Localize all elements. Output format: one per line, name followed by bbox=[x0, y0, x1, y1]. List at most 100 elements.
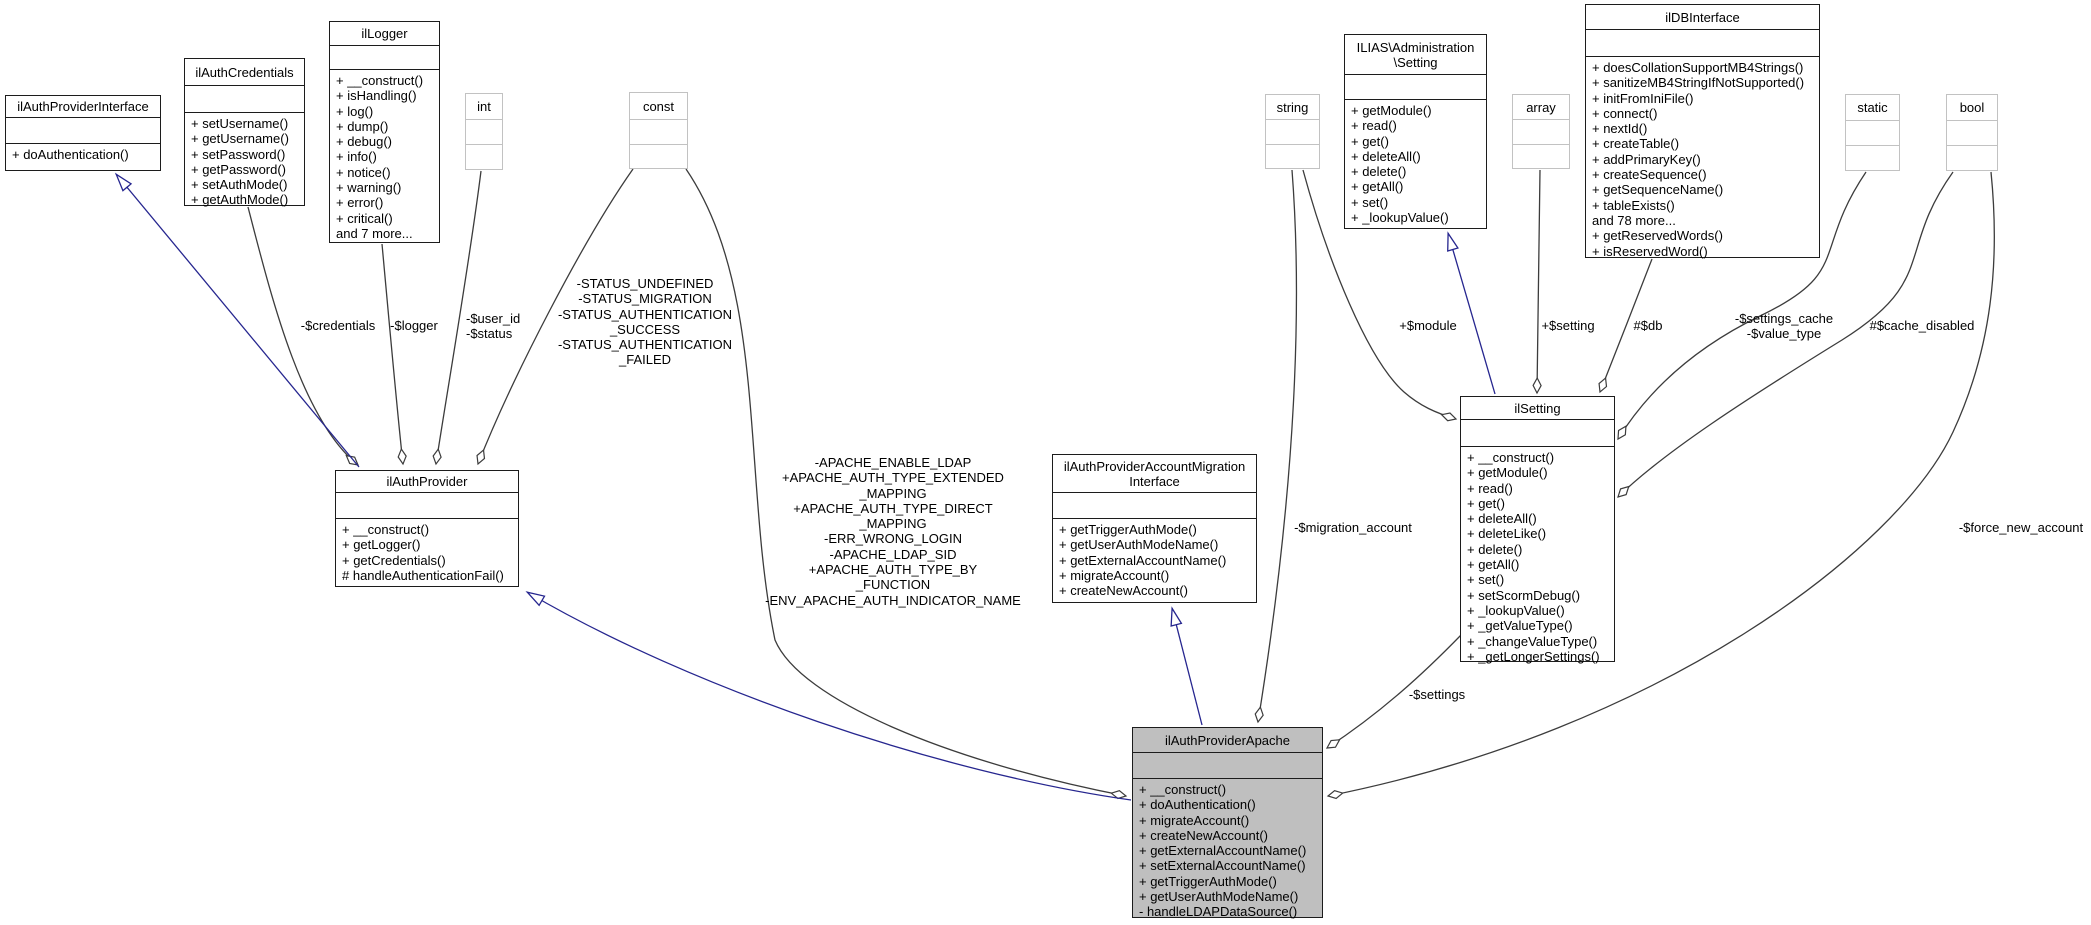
class-title: ilAuthProvider bbox=[336, 471, 518, 493]
edge-label-user-id-status: -$user_id-$status bbox=[466, 311, 520, 342]
method-entry: + __construct() bbox=[1467, 450, 1555, 465]
method-entry: + getUserAuthModeName() bbox=[1139, 889, 1299, 905]
class-box-ilias-administration-setting[interactable]: ILIAS\Administration\Setting + getModule… bbox=[1344, 34, 1487, 229]
label-line: _FUNCTION bbox=[855, 577, 931, 593]
class-title: ilAuthCredentials bbox=[185, 59, 304, 86]
method-entry: + getLogger() bbox=[342, 537, 421, 553]
methods-compartment: + __construct()+ isHandling()+ log()+ du… bbox=[330, 70, 439, 241]
method-entry: + critical() bbox=[336, 210, 393, 226]
label-line: -APACHE_ENABLE_LDAP bbox=[814, 455, 972, 470]
class-title: ilSetting bbox=[1461, 397, 1614, 420]
edge-label-logger: -$logger bbox=[390, 318, 438, 333]
method-entry: + setExternalAccountName() bbox=[1139, 858, 1306, 874]
method-entry: and 7 more... bbox=[336, 225, 413, 241]
fields-compartment bbox=[1461, 420, 1614, 447]
edge-logger-aggregation bbox=[381, 243, 407, 466]
fields-compartment bbox=[466, 120, 502, 145]
class-title-line: ILIAS\Administration bbox=[1356, 39, 1475, 55]
class-box-ilsetting[interactable]: ilSetting + __construct()+ getModule()+ … bbox=[1460, 396, 1615, 664]
type-title: const bbox=[630, 93, 687, 120]
type-box-array: array bbox=[1512, 94, 1570, 169]
fields-compartment bbox=[630, 120, 687, 145]
type-box-string: string bbox=[1265, 94, 1320, 169]
label-line: -ERR_WRONG_LOGIN bbox=[824, 531, 962, 547]
fields-compartment bbox=[1345, 75, 1486, 100]
edge-inherit-setting-namespace bbox=[1447, 231, 1496, 395]
method-entry: + migrateAccount() bbox=[1059, 567, 1170, 583]
method-entry: + getSequenceName() bbox=[1592, 182, 1724, 198]
method-entry: + getCredentials() bbox=[342, 552, 446, 568]
method-entry: + getAll() bbox=[1467, 557, 1520, 573]
method-entry: + nextId() bbox=[1592, 121, 1648, 137]
label-line: _MAPPING bbox=[859, 485, 927, 501]
method-entry: + getTriggerAuthMode() bbox=[1059, 522, 1197, 537]
class-title-line: ilAuthProviderAccountMigration bbox=[1063, 458, 1246, 474]
class-box-ilauthproviderinterface[interactable]: ilAuthProviderInterface + doAuthenticati… bbox=[5, 95, 161, 171]
type-box-int: int bbox=[465, 93, 503, 170]
class-title: ilDBInterface bbox=[1586, 5, 1819, 30]
edge-force-new-account-aggregation bbox=[1326, 171, 1995, 800]
edge-setting-aggregation bbox=[1532, 169, 1542, 395]
class-box-ilauthproviderapache[interactable]: ilAuthProviderApache + __construct()+ do… bbox=[1132, 727, 1323, 920]
fields-compartment bbox=[185, 86, 304, 113]
label-line: _MAPPING bbox=[859, 516, 927, 532]
type-title: static bbox=[1846, 95, 1899, 121]
method-entry: + getTriggerAuthMode() bbox=[1139, 873, 1277, 889]
class-box-ilauthprovider[interactable]: ilAuthProvider + __construct()+ getLogge… bbox=[335, 470, 519, 587]
method-entry: + __construct() bbox=[342, 522, 430, 537]
edge-settings-cache-aggregation bbox=[1617, 171, 1867, 441]
class-title: ilAuthProviderApache bbox=[1133, 728, 1322, 753]
method-entry: + doAuthentication() bbox=[12, 147, 129, 162]
method-entry: + createSequence() bbox=[1592, 167, 1707, 183]
method-entry: + _changeValueType() bbox=[1467, 633, 1598, 649]
method-entry: + __construct() bbox=[1139, 782, 1227, 797]
method-entry: + _getValueType() bbox=[1467, 618, 1573, 634]
method-entry: + getPassword() bbox=[191, 161, 287, 177]
edge-label-credentials: -$credentials bbox=[300, 318, 376, 333]
method-entry: # handleAuthenticationFail() bbox=[342, 567, 504, 583]
label-line: +APACHE_AUTH_TYPE_BY bbox=[808, 562, 978, 578]
edge-credentials-aggregation bbox=[247, 206, 359, 466]
method-entry: + initFromIniFile() bbox=[1592, 90, 1694, 106]
type-title: string bbox=[1266, 95, 1319, 120]
fields-compartment bbox=[1053, 493, 1256, 519]
edge-inherit-apache-provider bbox=[525, 591, 1132, 801]
label-line: -$status bbox=[466, 326, 513, 342]
edge-label-module: +$module bbox=[1399, 318, 1457, 333]
method-entry: - handleLDAPDataSource() bbox=[1139, 904, 1298, 920]
edge-settings-aggregation bbox=[1325, 634, 1462, 749]
method-entry: + delete() bbox=[1467, 541, 1523, 557]
fields-compartment bbox=[330, 46, 439, 70]
method-entry: + getModule() bbox=[1351, 103, 1432, 118]
edge-label-force-new-account: -$force_new_account bbox=[1958, 520, 2084, 535]
method-entry: + isHandling() bbox=[336, 88, 417, 104]
method-entry: + createNewAccount() bbox=[1059, 583, 1188, 599]
fields-compartment bbox=[1846, 121, 1899, 146]
method-entry: + _lookupValue() bbox=[1351, 210, 1449, 226]
edge-label-settings: -$settings bbox=[1408, 687, 1466, 702]
method-entry: + addPrimaryKey() bbox=[1592, 151, 1701, 167]
edge-module-aggregation bbox=[1302, 169, 1458, 422]
label-line: -$settings_cache bbox=[1734, 311, 1834, 326]
method-entry: + connect() bbox=[1592, 105, 1658, 121]
class-title-line: Interface bbox=[1129, 473, 1180, 489]
class-box-illogger[interactable]: ilLogger + __construct()+ isHandling()+ … bbox=[329, 21, 440, 243]
class-box-ilauthcredentials[interactable]: ilAuthCredentials + setUsername()+ getUs… bbox=[184, 58, 305, 207]
class-box-ildbinterface[interactable]: ilDBInterface + doesCollationSupportMB4S… bbox=[1585, 4, 1820, 259]
fields-compartment bbox=[1133, 753, 1322, 779]
methods-compartment: + __construct()+ getModule()+ read()+ ge… bbox=[1461, 447, 1614, 664]
method-entry: + read() bbox=[1351, 118, 1397, 134]
type-title: array bbox=[1513, 95, 1569, 120]
method-entry: + doesCollationSupportMB4Strings() bbox=[1592, 60, 1804, 75]
methods-compartment: + doAuthentication() bbox=[6, 144, 160, 162]
label-line: -STATUS_AUTHENTICATION bbox=[557, 306, 733, 322]
edge-label-status-constants: -STATUS_UNDEFINED-STATUS_MIGRATION-STATU… bbox=[558, 276, 732, 368]
method-entry: + warning() bbox=[336, 180, 402, 196]
class-title: ilAuthProviderInterface bbox=[6, 96, 160, 118]
edge-cache-disabled-aggregation bbox=[1617, 171, 1954, 498]
label-line: +APACHE_AUTH_TYPE_EXTENDED bbox=[782, 470, 1004, 486]
